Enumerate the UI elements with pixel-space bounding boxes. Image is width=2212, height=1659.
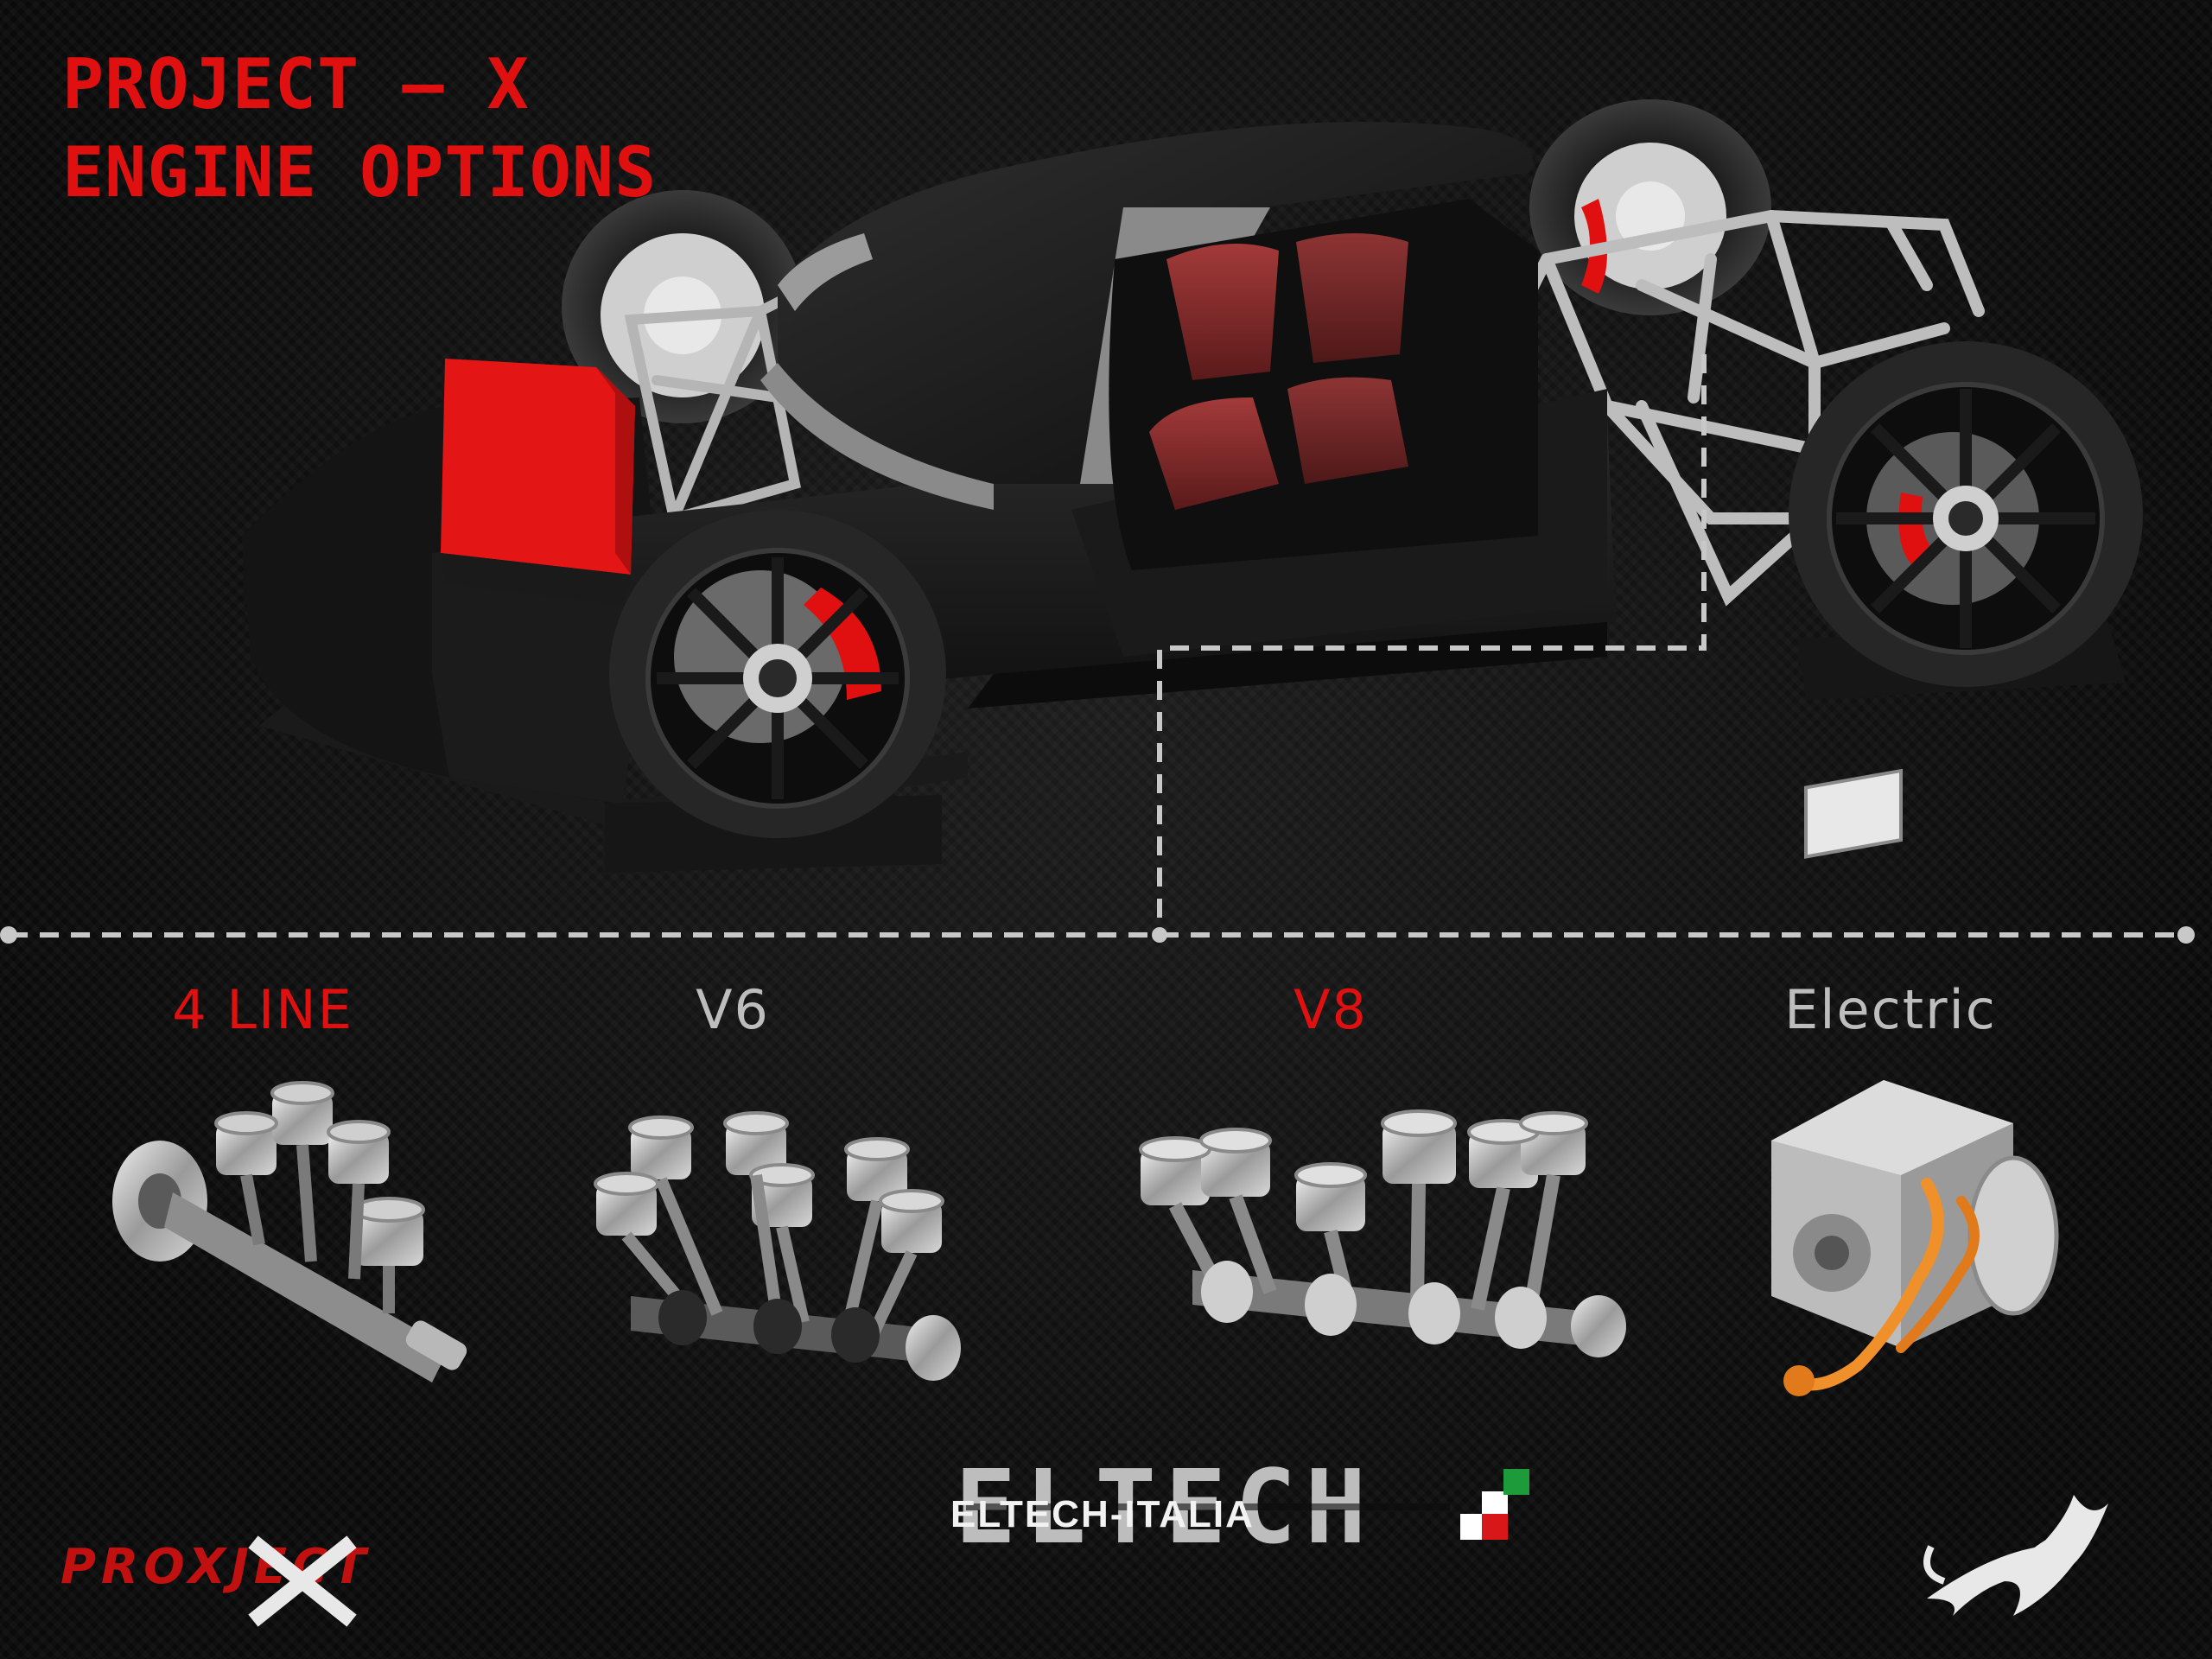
engine-label-v8: V8 — [1294, 978, 1368, 1041]
engine-label-electric: Electric — [1784, 978, 1997, 1041]
eltech-logo: ELTECH — [955, 1447, 1529, 1567]
cockpit — [1109, 199, 1538, 570]
title-line-1: PROJECT – X — [62, 44, 530, 124]
electric-motor-icon — [1771, 768, 2059, 1396]
front-near-wheel — [609, 510, 946, 838]
rear-near-wheel — [1789, 341, 2143, 687]
proxject-logo: PROXJECT — [60, 1535, 365, 1627]
v8-engine-icon — [1139, 1109, 1626, 1357]
eltech-subtitle: ELTECH-ITALIA — [950, 1493, 1255, 1535]
v6-engine-icon — [594, 1111, 961, 1381]
timeline-divider — [0, 926, 2195, 944]
horse-logo — [1923, 1495, 2108, 1616]
engine-label-v6: V6 — [696, 978, 770, 1041]
inline-4-engine-icon — [112, 1081, 467, 1382]
front-red-crash-box — [441, 359, 635, 605]
title-line-2: ENGINE OPTIONS — [62, 132, 658, 213]
front-space-frame — [624, 271, 835, 525]
engine-label-4-line: 4 LINE — [172, 978, 353, 1041]
engine-bay-callout — [1157, 354, 1707, 935]
